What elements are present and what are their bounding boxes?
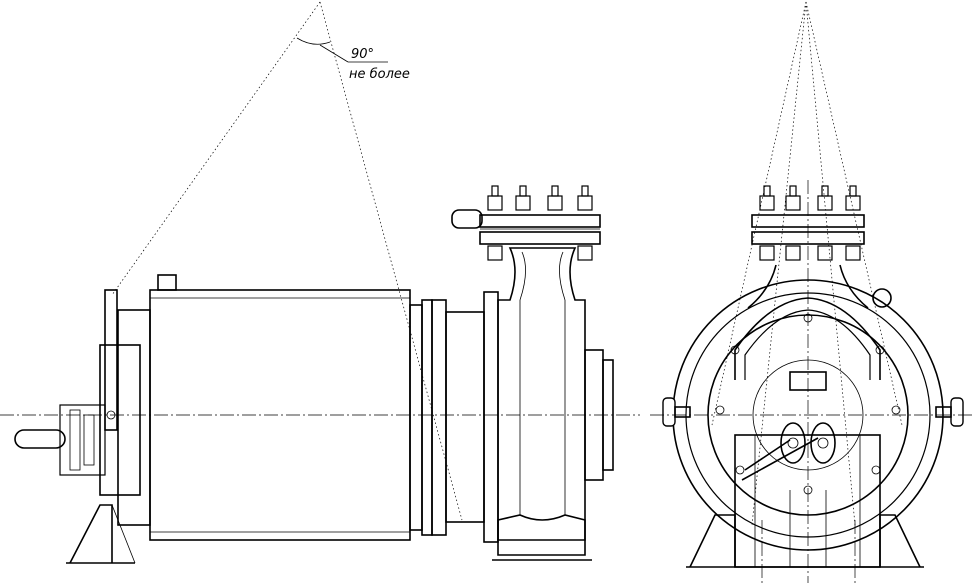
adapter-housing	[445, 311, 485, 523]
vent-plug	[872, 288, 892, 308]
discharge-flange-upper	[479, 214, 601, 228]
angle-leader-line	[319, 44, 349, 63]
side-handle-left	[662, 397, 676, 427]
angle-note: не более	[349, 67, 410, 82]
cable	[744, 439, 791, 471]
lifting-bracket	[104, 289, 118, 431]
end-foot-right	[879, 514, 921, 568]
cable-gland	[59, 404, 106, 476]
side-handle-right	[950, 397, 964, 427]
motor-end-cap	[99, 344, 141, 496]
cable-end	[14, 429, 66, 449]
terminal-box	[734, 434, 881, 568]
angle-arc	[296, 37, 331, 45]
end-foot-left	[689, 514, 736, 568]
pump-end-view	[650, 180, 974, 583]
cable-gland-left	[780, 422, 806, 464]
flange-bolts	[487, 185, 593, 261]
motor-foot	[69, 504, 113, 564]
motor-vent-plug	[157, 274, 177, 291]
end-flange-bolts	[759, 185, 861, 261]
pump-casing	[497, 247, 586, 541]
pump-side-view	[0, 185, 640, 564]
pump-flange	[483, 291, 499, 543]
angle-label: 90°	[351, 47, 374, 62]
discharge-neck-right	[839, 264, 869, 309]
discharge-neck-left	[747, 264, 777, 309]
cable-gland-right	[810, 422, 836, 464]
sling-lines-side-view: 90° не более	[111, 1, 463, 521]
pump-foot	[497, 514, 586, 556]
flange-handle	[451, 209, 483, 229]
discharge-flange-lower	[479, 231, 601, 245]
sling-lines-end-view	[711, 1, 903, 526]
